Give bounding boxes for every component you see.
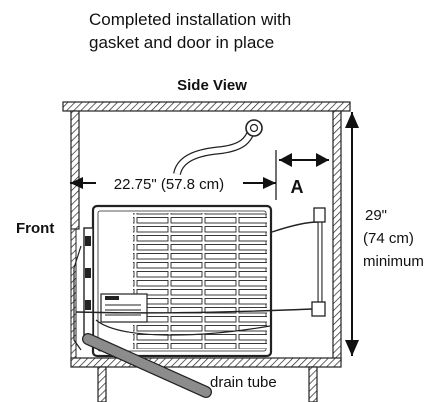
depth-label: 22.75" (57.8 cm) [114, 176, 224, 193]
door-gasket [73, 245, 82, 351]
height-dimension: 29" (74 cm) minimum [345, 112, 424, 356]
rear-connector-lower [311, 301, 326, 317]
base-right-leg [308, 366, 318, 402]
clearance-dimension: A [279, 153, 329, 197]
rear-connector-upper [313, 207, 326, 223]
view-title: Side View [177, 77, 247, 94]
unit-rating-label [100, 293, 148, 323]
clearance-label: A [291, 177, 304, 197]
depth-dimension: 22.75" (57.8 cm) [70, 150, 277, 200]
supply-tube [173, 119, 263, 176]
height-label-line-1: 29" [365, 207, 387, 224]
cabinet-base [97, 366, 318, 402]
drain-tube [82, 333, 212, 398]
base-left-leg [97, 366, 107, 402]
internal-hose [95, 319, 271, 336]
cabinet-front-wall-upper [70, 110, 80, 230]
height-label-line-3: minimum [363, 253, 424, 270]
drain-line [75, 308, 313, 314]
cabinet-back-wall [332, 110, 342, 362]
unit-vent-grille [133, 213, 267, 349]
front-label: Front [16, 220, 54, 237]
caption-line-2: gasket and door in place [89, 33, 274, 52]
cabinet-floor [70, 357, 342, 368]
icemaker-unit [83, 204, 273, 358]
cabinet-top [62, 101, 351, 112]
rear-hose [271, 207, 326, 317]
height-label-line-2: (74 cm) [363, 230, 414, 247]
drain-tube-label: drain tube [210, 374, 277, 391]
caption-line-1: Completed installation with [89, 10, 291, 29]
